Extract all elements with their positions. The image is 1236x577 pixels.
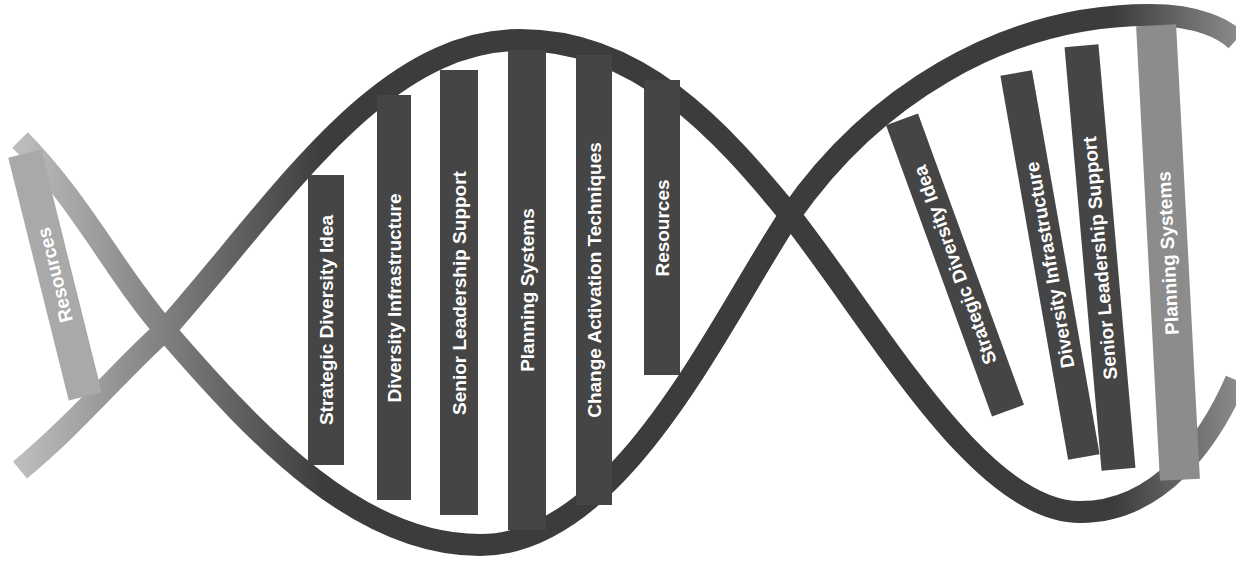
rung-label: Planning Systems [518, 208, 537, 372]
rung-label: Change Activation Techniques [585, 142, 604, 418]
helix-rung: Planning Systems [1136, 24, 1200, 480]
helix-strand [20, 40, 1236, 512]
rung-label: Senior Leadership Support [450, 171, 469, 415]
helix-rung: Change Activation Techniques [576, 55, 612, 505]
helix-rung: Planning Systems [508, 50, 546, 530]
helix-rung: Resources [644, 80, 680, 375]
rung-label: Strategic Diversity Idea [317, 215, 336, 425]
helix-rung: Diversity Infrastructure [377, 95, 411, 500]
rung-label: Strategic Diversity Idea [910, 163, 1000, 367]
helix-rung: Senior Leadership Support [440, 70, 478, 515]
rung-label: Planning Systems [1154, 170, 1182, 334]
rung-label: Resources [34, 226, 76, 325]
rung-label: Diversity Infrastructure [1022, 160, 1077, 369]
rung-label: Diversity Infrastructure [385, 193, 404, 402]
helix-strand [20, 15, 1236, 545]
rung-label: Resources [653, 179, 672, 276]
helix-rung: Strategic Diversity Idea [308, 175, 344, 465]
rung-label: Senior Leadership Support [1080, 135, 1120, 380]
